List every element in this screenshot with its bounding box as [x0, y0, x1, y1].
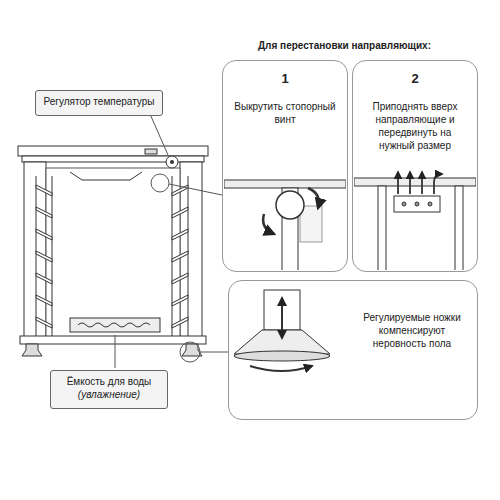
zoom-callouts	[151, 174, 228, 362]
leader-lines-part	[150, 114, 168, 155]
node-text: Регулятор температуры	[42, 95, 156, 108]
foot-detail-part	[281, 318, 283, 338]
node-text: Выкрутить стопорный винт	[233, 100, 337, 126]
guide-detail-part	[394, 196, 440, 212]
base-and-feet	[20, 336, 206, 356]
guide-detail-part	[455, 186, 463, 270]
shelf-guides-part	[36, 251, 52, 262]
shelf-guides-part	[172, 251, 188, 262]
zoom-callouts-part	[151, 174, 169, 192]
water-tray-part	[78, 323, 150, 327]
guide-detail-part	[397, 172, 399, 194]
screw-detail-part	[224, 180, 346, 188]
guide-detail-part	[409, 172, 411, 194]
cabinet-part	[36, 176, 37, 336]
temperature-knob	[166, 156, 178, 168]
shelf-guides-part	[36, 273, 52, 284]
cabinet-part	[145, 149, 157, 154]
shelf-guides-part	[36, 229, 52, 240]
shelf-guides-part	[172, 273, 188, 284]
base-and-feet-part	[20, 336, 206, 344]
cabinet-part	[46, 168, 180, 338]
guide-detail-part	[421, 172, 423, 194]
cabinet-part	[52, 176, 53, 336]
shelf-guides	[36, 185, 188, 328]
shelf-guides-part	[172, 295, 188, 306]
node-text: Приподнять вверх направляющие и передвин…	[363, 100, 467, 152]
temperature-knob-part	[166, 156, 178, 168]
base-and-feet-part	[182, 344, 202, 356]
section-heading: Для перестановки направляющих:	[258, 40, 431, 51]
cabinet-part	[188, 176, 189, 336]
shelf-guides-part	[172, 207, 188, 218]
guide-detail-part	[354, 178, 476, 186]
shelf-guides-part	[36, 317, 52, 328]
step-number: 1	[233, 71, 337, 88]
zoom-callouts-part	[169, 184, 222, 195]
screw-detail-part	[308, 188, 319, 208]
screw-detail-part	[276, 191, 304, 219]
temperature-knob-part	[170, 160, 174, 164]
shelf-guides-part	[36, 207, 52, 218]
cabinet-part	[172, 176, 173, 336]
cabinet-part	[70, 172, 142, 180]
node-text: Регулируемые ножки компенсируют неровнос…	[357, 311, 467, 350]
step-panel: 2Приподнять вверх направляющие и передви…	[352, 60, 478, 272]
foot-detail-part	[250, 366, 312, 371]
step-panel: 1Выкрутить стопорный винт	[222, 60, 348, 272]
node-text: (увлажнение)	[57, 388, 161, 401]
node-text: Ёмкость для воды	[57, 375, 161, 388]
foot-detail-part	[281, 298, 283, 318]
callout-box: Регулятор температуры	[35, 90, 163, 116]
zoom-callouts-part	[180, 342, 200, 362]
info-panel: Регулируемые ножки компенсируют неровнос…	[228, 280, 478, 420]
water-tray	[70, 318, 160, 332]
guide-detail-part	[378, 186, 386, 270]
step-number: 2	[363, 71, 467, 88]
screw-detail	[224, 180, 346, 270]
foot-detail-part	[234, 351, 330, 361]
guide-detail	[354, 172, 476, 270]
shelf-guides-part	[36, 185, 52, 196]
screw-detail-part	[300, 206, 322, 242]
foot-detail	[234, 290, 330, 371]
callout-box: Ёмкость для воды(увлажнение)	[50, 370, 168, 409]
screw-detail-part	[263, 214, 274, 234]
guide-detail-part	[434, 174, 442, 194]
water-tray-part	[70, 318, 160, 332]
base-and-feet-part	[22, 344, 42, 356]
cabinet	[18, 146, 208, 338]
guide-detail-part	[415, 202, 419, 206]
shelf-guides-part	[172, 317, 188, 328]
cabinet-part	[18, 146, 208, 156]
shelf-guides-part	[36, 295, 52, 306]
zoom-callouts-part	[200, 352, 228, 353]
guide-detail-part	[428, 202, 432, 206]
guide-detail-part	[402, 202, 406, 206]
shelf-guides-part	[172, 229, 188, 240]
leader-lines-part	[115, 335, 116, 368]
leader-lines	[115, 114, 168, 368]
